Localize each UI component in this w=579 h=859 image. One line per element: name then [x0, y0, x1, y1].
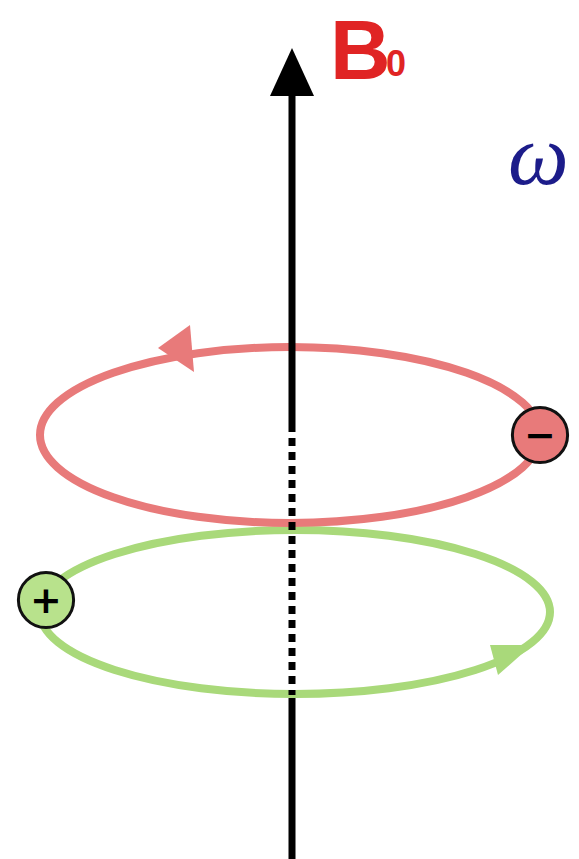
charge-circle: − [510, 405, 570, 465]
field-label: B [330, 8, 391, 92]
charge-circle: + [16, 570, 76, 630]
field-subscript: 0 [386, 46, 406, 82]
axis-arrowhead [270, 48, 314, 96]
frequency-symbol: ω [508, 112, 569, 198]
field-axis [289, 90, 296, 432]
field-axis [289, 698, 296, 859]
field-axis-hidden [289, 438, 296, 695]
charge-sign: − [524, 416, 556, 454]
charge-sign: + [30, 581, 62, 619]
orbit-arrowhead [490, 645, 532, 675]
orbit-arrowhead [158, 325, 194, 372]
